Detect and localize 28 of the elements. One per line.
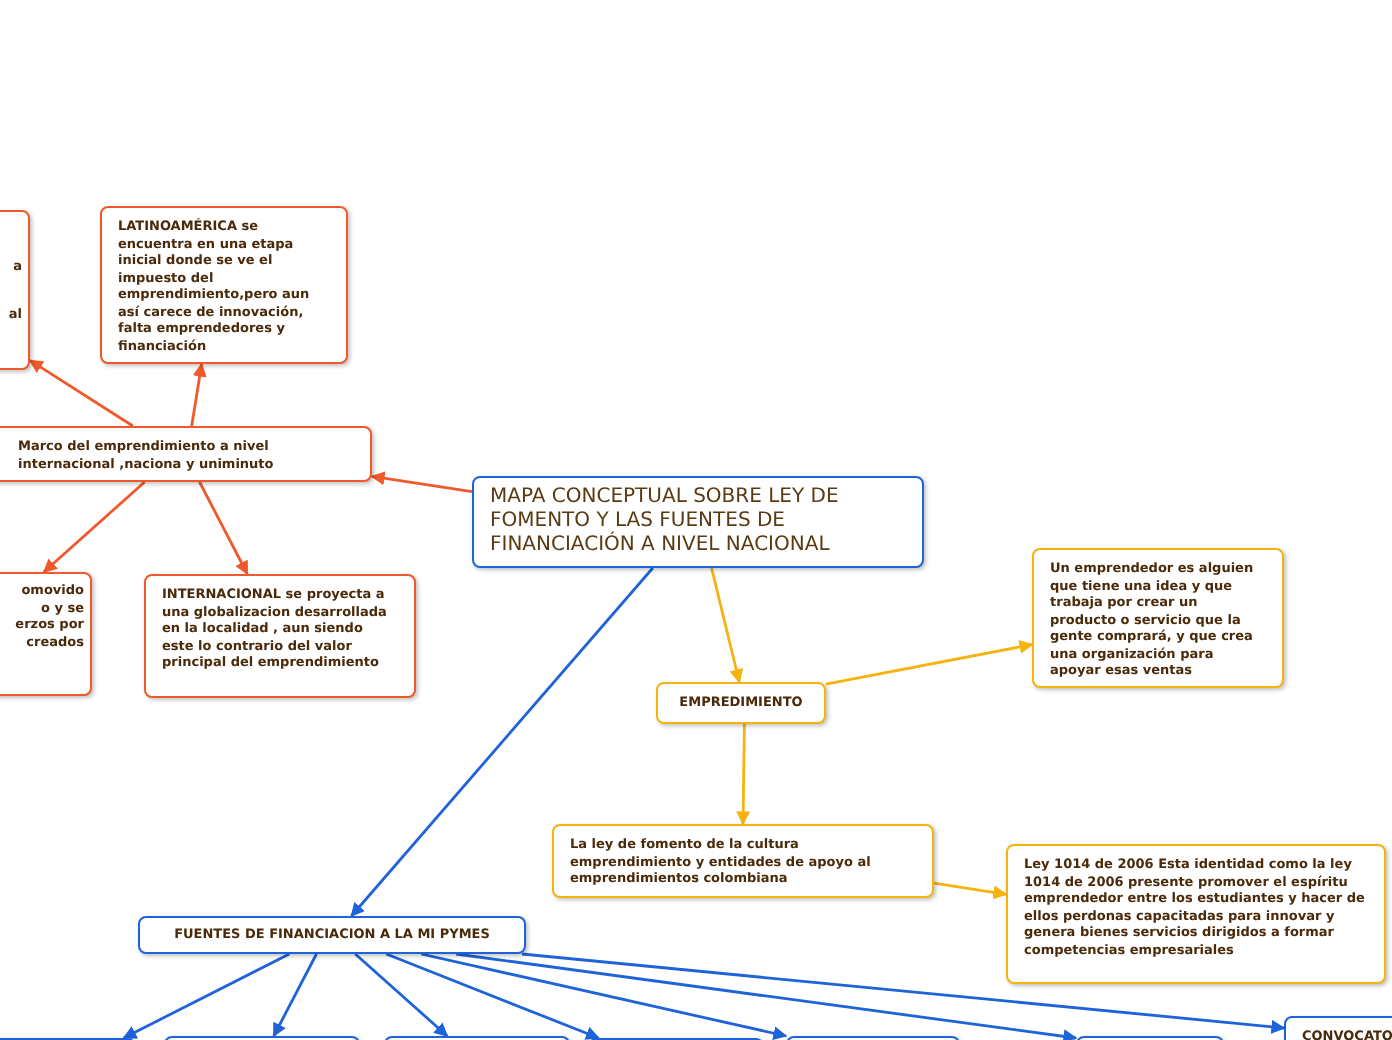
- arrow: [28, 359, 134, 428]
- arrow: [350, 567, 654, 918]
- arrow: [370, 471, 473, 494]
- arrow: [736, 724, 751, 826]
- arrow: [354, 952, 449, 1038]
- arrow: [710, 567, 744, 684]
- concept-box: [656, 682, 826, 724]
- arrow: [455, 952, 1078, 1040]
- arrow: [420, 952, 788, 1040]
- concept-box: [144, 574, 416, 698]
- concept-box: [138, 916, 526, 954]
- arrow: [522, 952, 1286, 1034]
- arrow: [122, 952, 290, 1040]
- arrow: [272, 953, 318, 1038]
- arrow: [825, 640, 1034, 686]
- arrow: [933, 881, 1008, 900]
- arrow: [385, 952, 600, 1040]
- concept-box: [1006, 844, 1386, 984]
- concept-box: [472, 476, 924, 568]
- concept-box: [1032, 548, 1284, 688]
- concept-box: [552, 824, 934, 898]
- arrow: [42, 480, 146, 574]
- concept-box: [0, 572, 92, 696]
- box-text: MAPA CONCEPTUAL SOBRE LEY DE FOMENTO Y LAS FUENTES DE FINANCIACIÓN A NIVEL NACIONAL: [490, 486, 841, 558]
- arrow: [190, 362, 207, 427]
- arrow: [198, 481, 249, 576]
- concept-box: [0, 426, 372, 482]
- concept-box: [100, 206, 348, 364]
